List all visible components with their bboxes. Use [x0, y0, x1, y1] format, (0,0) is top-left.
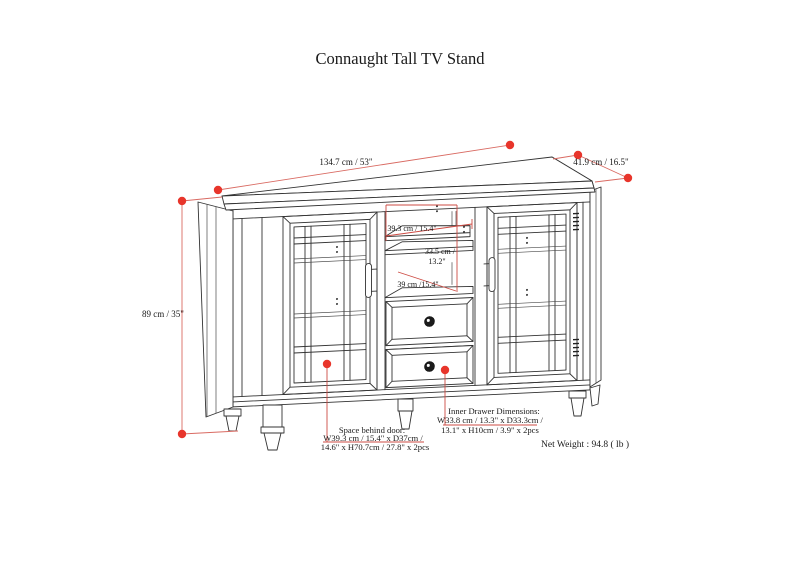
diagram-title: Connaught Tall TV Stand: [316, 49, 486, 68]
opening-depth-label: 39 cm /15.4": [397, 280, 438, 289]
right-door-mullions-vertical: [509, 214, 556, 374]
interior-shelf-lines: [497, 245, 567, 309]
inner-drawer-line2: W33.8 cm / 13.3" x D33.3cm /: [437, 415, 544, 425]
inner-drawer-line1: Inner Drawer Dimensions:: [448, 406, 540, 416]
opening-height-label-1: 33.5 cm /: [425, 247, 456, 256]
front-right-leg: [568, 390, 587, 399]
hinge-marks: [573, 212, 579, 357]
space-behind-door-note: Space behind door: W39.3 cm / 15.4" x D3…: [321, 425, 430, 452]
height-dimension-label: 89 cm / 35": [142, 309, 184, 319]
door-leader-line: [323, 364, 424, 443]
opening-width-dimension-line: [385, 204, 473, 241]
back-left-leg: [223, 408, 242, 417]
left-side-panel: [197, 201, 234, 418]
center-leg: [397, 398, 414, 412]
space-behind-door-line2: W39.3 cm / 15.4" x D37cm /: [323, 433, 423, 443]
center-open-section: [384, 205, 474, 299]
cabinet-front-face: [232, 190, 591, 408]
opening-height-label-2: 13.2": [428, 257, 445, 266]
space-behind-door-line3: 14.6" x H70.7cm / 27.8" x 2pcs: [321, 442, 430, 452]
net-weight-label: Net Weight : 94.8 ( lb ): [541, 439, 629, 450]
drawer-2-knob: [424, 361, 435, 372]
left-door-mullions-horizontal: [293, 234, 367, 354]
width-dimension-line: [217, 144, 511, 191]
opening-depth-dimension-line: [397, 271, 457, 292]
drawer-1: [385, 297, 474, 347]
interior-shelf-lines: [293, 255, 367, 319]
right-side-panel: [589, 186, 602, 388]
inner-drawer-note: Inner Drawer Dimensions: W33.8 cm / 13.3…: [437, 406, 544, 435]
front-left-leg: [262, 404, 283, 428]
fixed-shelf: [384, 240, 474, 252]
drawer-leader-line: [443, 370, 537, 426]
left-door-handle: [365, 263, 372, 298]
right-door-handle: [488, 257, 496, 293]
depth-dimension-label: 41.9 cm / 16.5": [573, 157, 629, 167]
drawer-1-knob: [424, 316, 435, 327]
opening-width-label: 39.3 cm / 15.4": [387, 224, 436, 233]
depth-dimension-line: [552, 154, 629, 183]
table-top: [221, 156, 596, 211]
height-dimension-line: [181, 196, 239, 435]
drawer-2: [385, 345, 474, 389]
dimension-lines: [177, 140, 633, 443]
side-panel-and-legs: [197, 186, 602, 451]
inner-drawer-line3: 13.1" x H10cm / 3.9" x 2pcs: [441, 425, 539, 435]
left-glass-door: [282, 211, 378, 395]
space-behind-door-line1: Space behind door:: [339, 425, 405, 435]
back-right-leg: [589, 384, 601, 407]
adjustable-shelf: [384, 225, 471, 238]
right-glass-door: [483, 202, 579, 386]
width-dimension-label: 134.7 cm / 53": [319, 157, 372, 167]
right-door-mullions-horizontal: [497, 224, 567, 344]
left-door-mullions-vertical: [304, 223, 351, 383]
